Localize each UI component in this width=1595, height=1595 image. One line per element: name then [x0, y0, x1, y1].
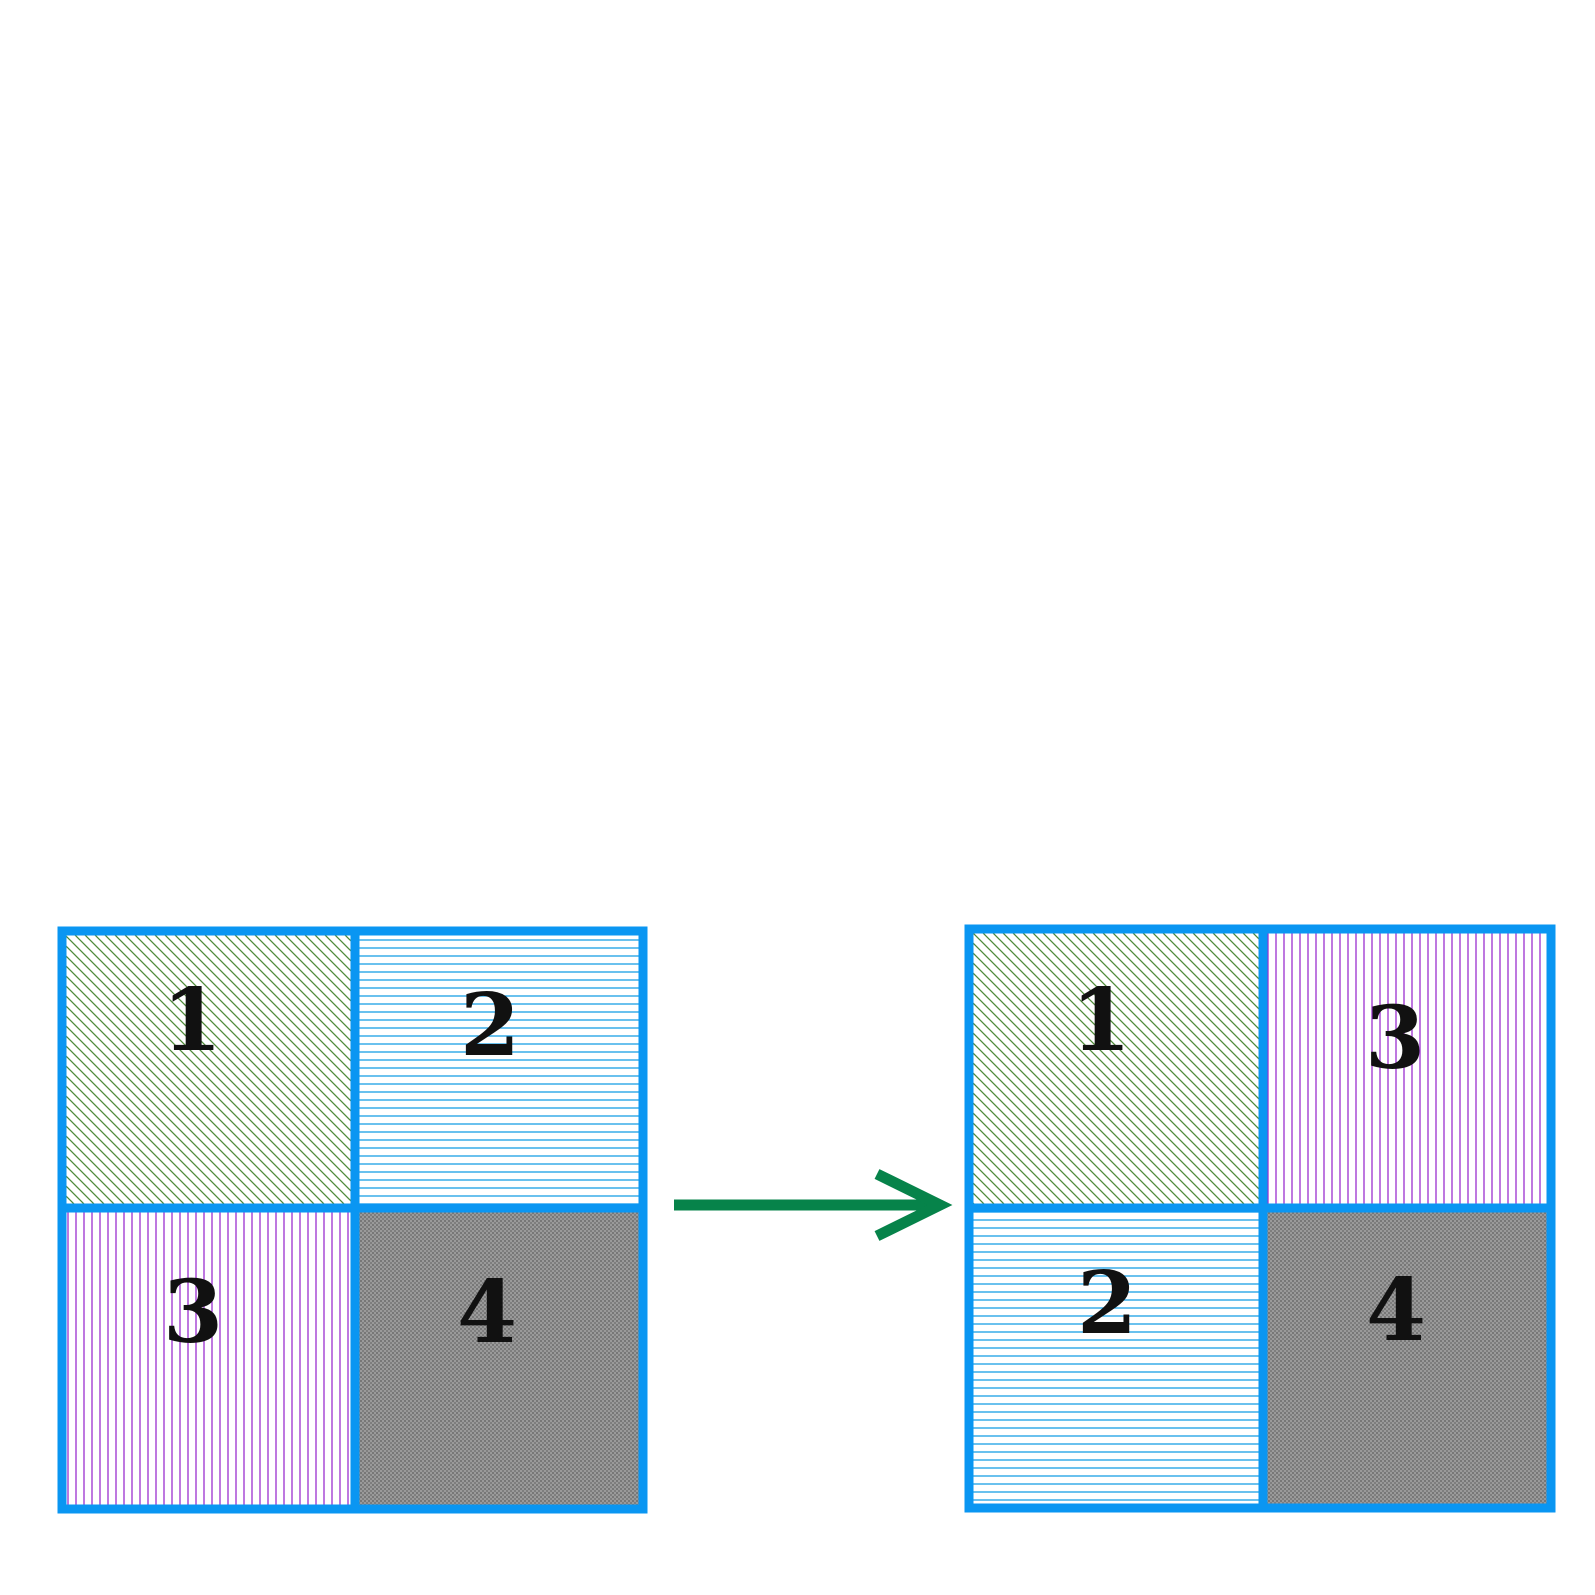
- cell-after-3: [969, 1208, 1263, 1508]
- grid-after: 1 3 2 4: [964, 924, 1556, 1513]
- cell-after-2: [1263, 929, 1551, 1208]
- cell-before-3: [62, 1208, 355, 1509]
- cell-after-4-label: 4: [1366, 1260, 1426, 1361]
- right-arrow-icon: [674, 1169, 953, 1241]
- grid-before: 1 2 3 4: [57, 926, 648, 1514]
- cell-before-2: [355, 931, 643, 1208]
- cell-before-2-label: 2: [460, 975, 520, 1076]
- cell-after-4: [1263, 1208, 1551, 1508]
- cell-before-1: [62, 931, 355, 1208]
- cell-after-1: [969, 929, 1263, 1208]
- cell-after-3-label: 2: [1077, 1253, 1137, 1354]
- cell-before-4-label: 4: [457, 1262, 517, 1363]
- cell-before-1-label: 1: [162, 970, 222, 1071]
- cell-after-1-label: 1: [1071, 970, 1131, 1071]
- cell-after-2-label: 3: [1365, 988, 1425, 1089]
- grid-before-frame: [57, 926, 648, 1514]
- cell-before-3-label: 3: [163, 1262, 223, 1363]
- grid-after-frame: [964, 924, 1556, 1513]
- cell-before-4: [355, 1208, 643, 1509]
